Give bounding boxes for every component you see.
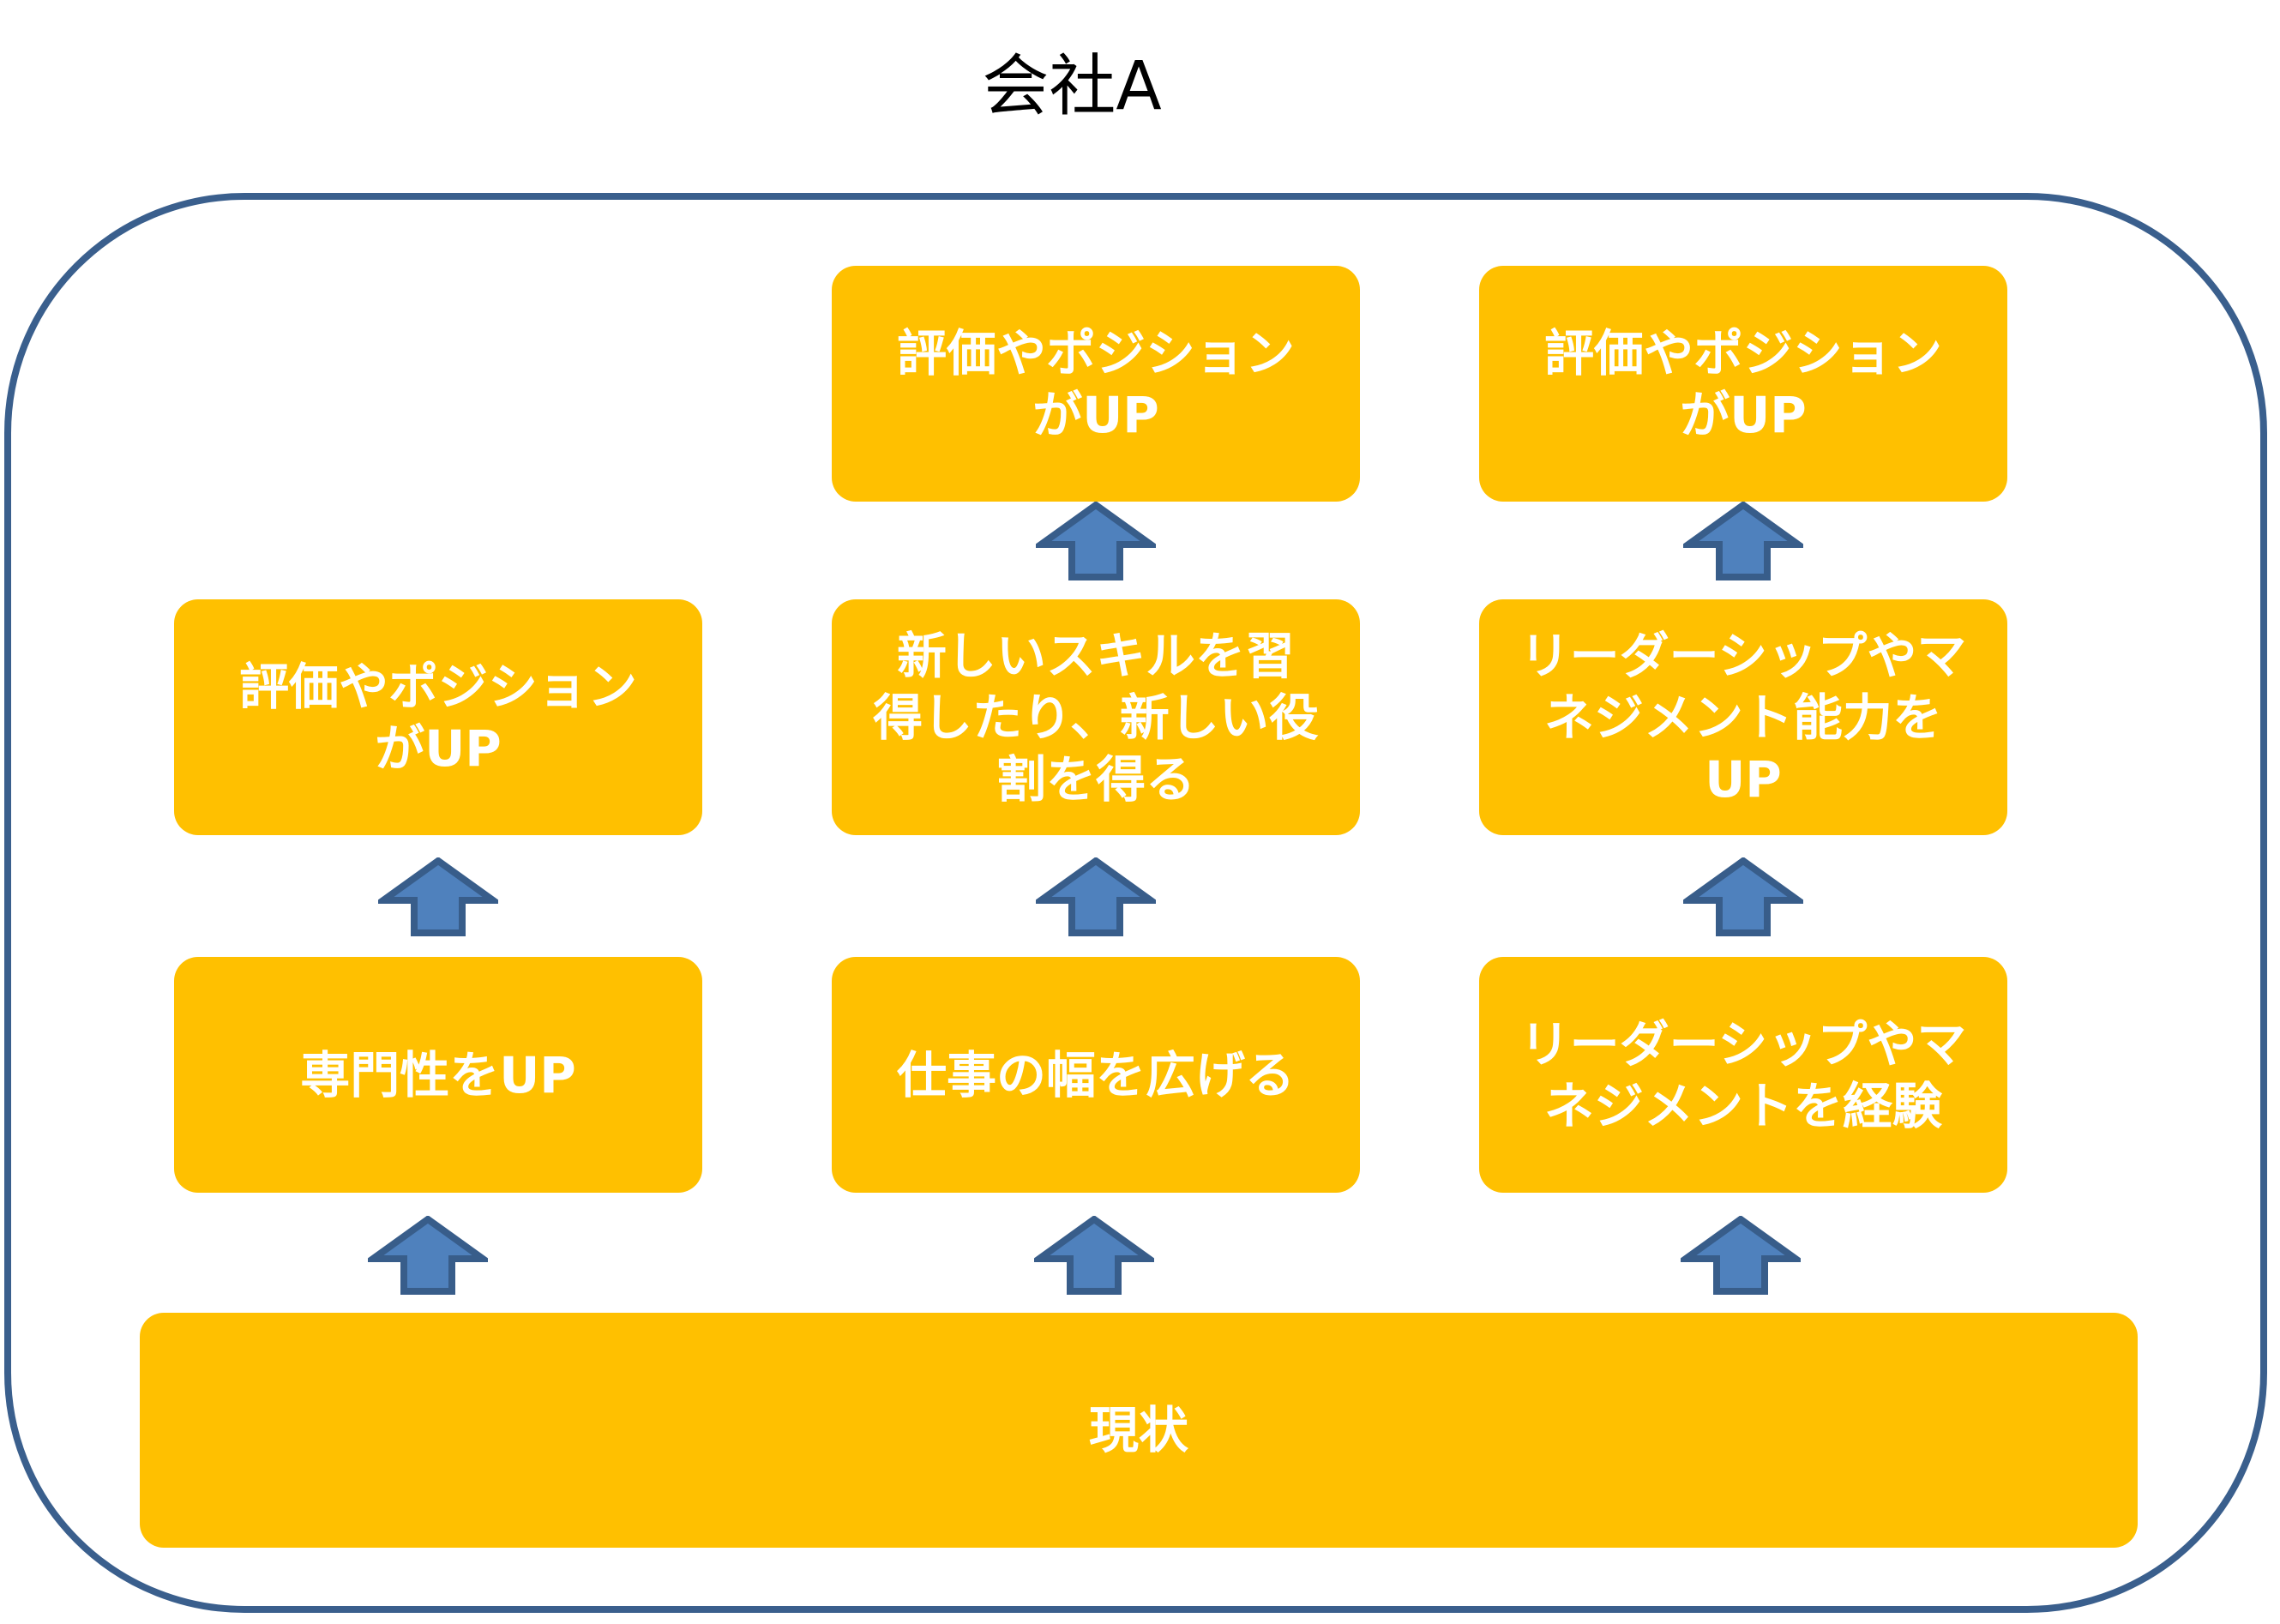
current-state-label: 現状: [1088, 1401, 1188, 1459]
company-frame: [4, 193, 2267, 1613]
up-arrow-icon: [378, 857, 498, 936]
col3-step1-label: リーダーシップやマ ネジメントを経験: [1519, 1014, 1967, 1135]
col1-step2-label: 評価やポジション がUP: [238, 657, 637, 778]
up-arrow-icon: [1683, 502, 1803, 580]
col3-step3-label: 評価やポジション がUP: [1543, 323, 1942, 444]
up-arrow-icon: [1034, 1216, 1154, 1295]
col3-step2-label: リーダーシップやマ ネジメント能力を UP: [1519, 626, 1967, 809]
col2-step3-label: 評価やポジション がUP: [896, 323, 1295, 444]
diagram-title: 会社A: [982, 48, 1162, 125]
col2-step2-box: 新しいスキルを習 得したり、新しい役 割を得る: [832, 599, 1360, 835]
col3-step3-box: 評価やポジション がUP: [1479, 266, 2007, 502]
col1-step1-box: 専門性をUP: [174, 957, 702, 1193]
col2-step2-label: 新しいスキルを習 得したり、新しい役 割を得る: [873, 626, 1319, 809]
up-arrow-icon: [1683, 857, 1803, 936]
up-arrow-icon: [1681, 1216, 1801, 1295]
col1-step2-box: 評価やポジション がUP: [174, 599, 702, 835]
up-arrow-icon: [1036, 857, 1156, 936]
col2-step1-label: 仕事の幅を広げる: [896, 1045, 1295, 1104]
col1-step1-label: 専門性をUP: [300, 1045, 576, 1104]
col2-step1-box: 仕事の幅を広げる: [832, 957, 1360, 1193]
col2-step3-box: 評価やポジション がUP: [832, 266, 1360, 502]
up-arrow-icon: [1036, 502, 1156, 580]
current-state-box: 現状: [140, 1313, 2138, 1548]
col3-step1-box: リーダーシップやマ ネジメントを経験: [1479, 957, 2007, 1193]
up-arrow-icon: [368, 1216, 488, 1295]
col3-step2-box: リーダーシップやマ ネジメント能力を UP: [1479, 599, 2007, 835]
